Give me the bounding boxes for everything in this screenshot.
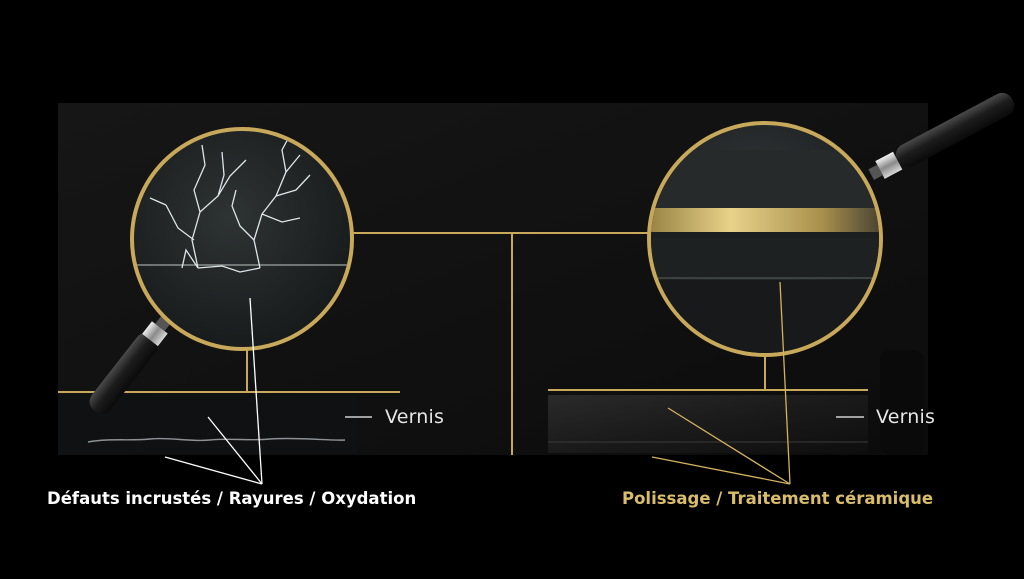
magnifier-left-icon	[89, 127, 354, 414]
caption-treatment: Polissage / Traitement céramique	[622, 489, 934, 508]
leader-lines-left	[164, 297, 263, 485]
right-paint-layer	[548, 350, 924, 455]
vernis-label-left: Vernis	[385, 406, 445, 428]
leader-lines-right	[651, 281, 791, 485]
vernis-label-right: Vernis	[876, 406, 936, 428]
caption-defects: Défauts incrustés / Rayures / Oxydation	[47, 489, 417, 508]
